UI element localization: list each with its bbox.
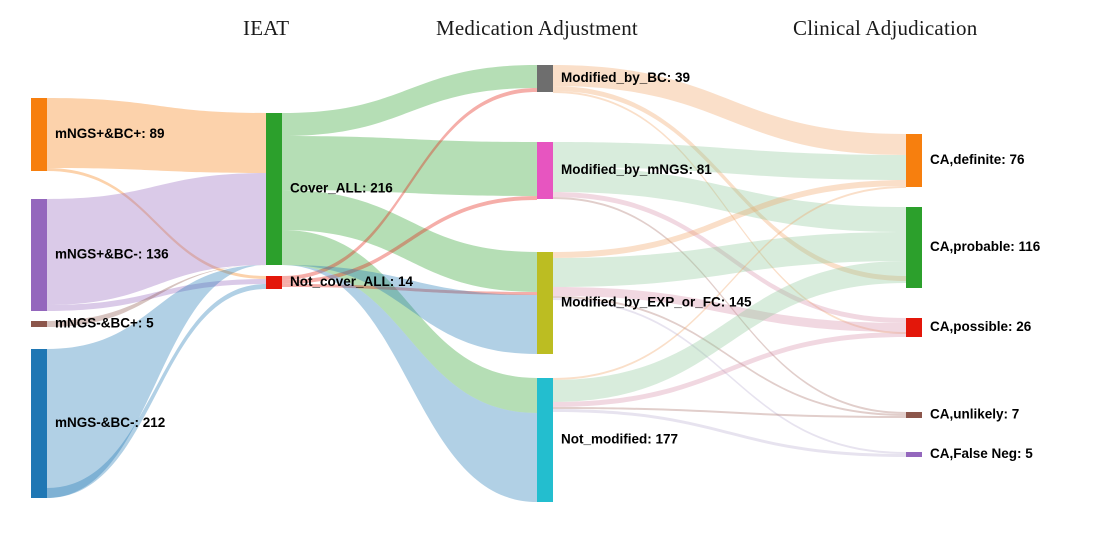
sankey-link[interactable] [553,409,906,457]
sankey-node[interactable] [31,349,47,498]
sankey-node[interactable] [266,276,282,289]
sankey-link[interactable] [553,287,906,332]
column-title-ieat: IEAT [243,16,290,40]
sankey-node[interactable] [31,321,47,327]
sankey-link[interactable] [282,265,537,354]
sankey-link[interactable] [553,91,906,334]
sankey-link[interactable] [553,142,906,180]
sankey-link[interactable] [553,332,906,407]
sankey-node-label: CA,definite: 76 [930,152,1025,167]
sankey-link[interactable] [282,136,537,196]
sankey-link[interactable] [282,230,537,413]
sankey-link[interactable] [282,190,537,292]
sankey-nodes-layer [31,65,922,502]
sankey-link[interactable] [553,65,906,155]
sankey-node-label: Cover_ALL: 216 [290,181,393,196]
sankey-node-label: CA,unlikely: 7 [930,407,1019,422]
sankey-labels-layer: mNGS+&BC+: 89 mNGS+&BC-: 136 mNGS-&BC+: 5 m… [55,70,1041,461]
sankey-link[interactable] [553,167,906,232]
column-title-medication-adjustment: Medication Adjustment [436,16,638,40]
sankey-node-label: CA,probable: 116 [930,239,1041,254]
sankey-node[interactable] [537,65,553,92]
sankey-node[interactable] [31,199,47,311]
sankey-node-label: Modified_by_EXP_or_FC: 145 [561,295,752,310]
sankey-link[interactable] [47,98,266,173]
sankey-link[interactable] [553,197,906,414]
sankey-node-label: CA,False Neg: 5 [930,446,1033,461]
sankey-link[interactable] [553,86,906,281]
sankey-link[interactable] [553,180,906,258]
sankey-link[interactable] [282,65,537,136]
sankey-node[interactable] [537,142,553,199]
sankey-link[interactable] [282,196,537,284]
sankey-node[interactable] [537,252,553,354]
sankey-links-layer [47,65,906,502]
sankey-link[interactable] [47,168,266,279]
sankey-node-label: Not_cover_ALL: 14 [290,274,414,289]
column-title-clinical-adjudication: Clinical Adjudication [793,16,978,40]
sankey-node-label: mNGS+&BC-: 136 [55,247,169,262]
sankey-link[interactable] [47,265,266,498]
sankey-link[interactable] [47,279,266,311]
sankey-link[interactable] [553,232,906,287]
sankey-node[interactable] [537,378,553,502]
sankey-link[interactable] [553,186,906,380]
sankey-node-label: CA,possible: 26 [930,319,1032,334]
sankey-link[interactable] [553,298,906,454]
sankey-link[interactable] [553,296,906,416]
sankey-link[interactable] [553,192,906,323]
sankey-node-label: Not_modified: 177 [561,432,678,447]
sankey-node[interactable] [906,452,922,457]
sankey-node-label: mNGS+&BC+: 89 [55,126,165,141]
sankey-node[interactable] [906,207,922,288]
sankey-link[interactable] [553,261,906,402]
sankey-link[interactable] [47,265,266,327]
sankey-link[interactable] [553,407,906,418]
sankey-link[interactable] [47,173,266,305]
sankey-node[interactable] [906,318,922,337]
sankey-node-label: Modified_by_BC: 39 [561,70,690,85]
sankey-node-label: mNGS-&BC+: 5 [55,316,154,331]
sankey-node[interactable] [906,412,922,418]
sankey-link[interactable] [282,88,537,280]
sankey-node[interactable] [31,98,47,171]
sankey-node[interactable] [906,134,922,187]
sankey-link[interactable] [282,265,537,502]
sankey-link[interactable] [47,284,266,498]
sankey-node-label: Modified_by_mNGS: 81 [561,162,712,177]
sankey-link[interactable] [282,284,537,295]
sankey-node-label: mNGS-&BC-: 212 [55,415,165,430]
sankey-node[interactable] [266,113,282,265]
